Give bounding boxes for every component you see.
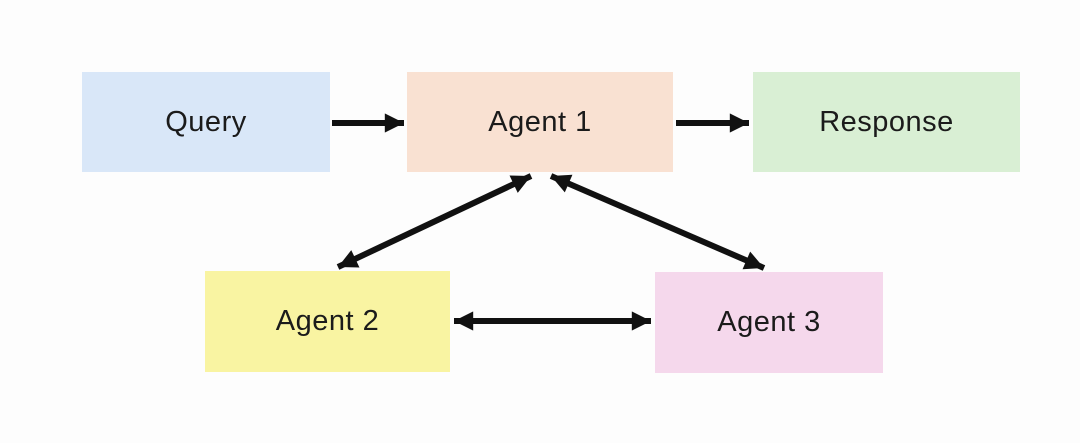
node-agent1: Agent 1: [407, 72, 673, 172]
node-agent2: Agent 2: [205, 271, 450, 372]
node-query-label: Query: [165, 105, 247, 138]
edge-agent1-agent2: [336, 173, 533, 270]
node-agent1-label: Agent 1: [488, 105, 592, 138]
node-response: Response: [753, 72, 1020, 172]
node-agent3: Agent 3: [655, 272, 883, 373]
edge-agent1-agent3: [549, 173, 766, 271]
node-query: Query: [82, 72, 330, 172]
node-response-label: Response: [819, 105, 954, 138]
node-agent2-label: Agent 2: [275, 305, 380, 337]
node-agent3-label: Agent 3: [717, 306, 821, 338]
